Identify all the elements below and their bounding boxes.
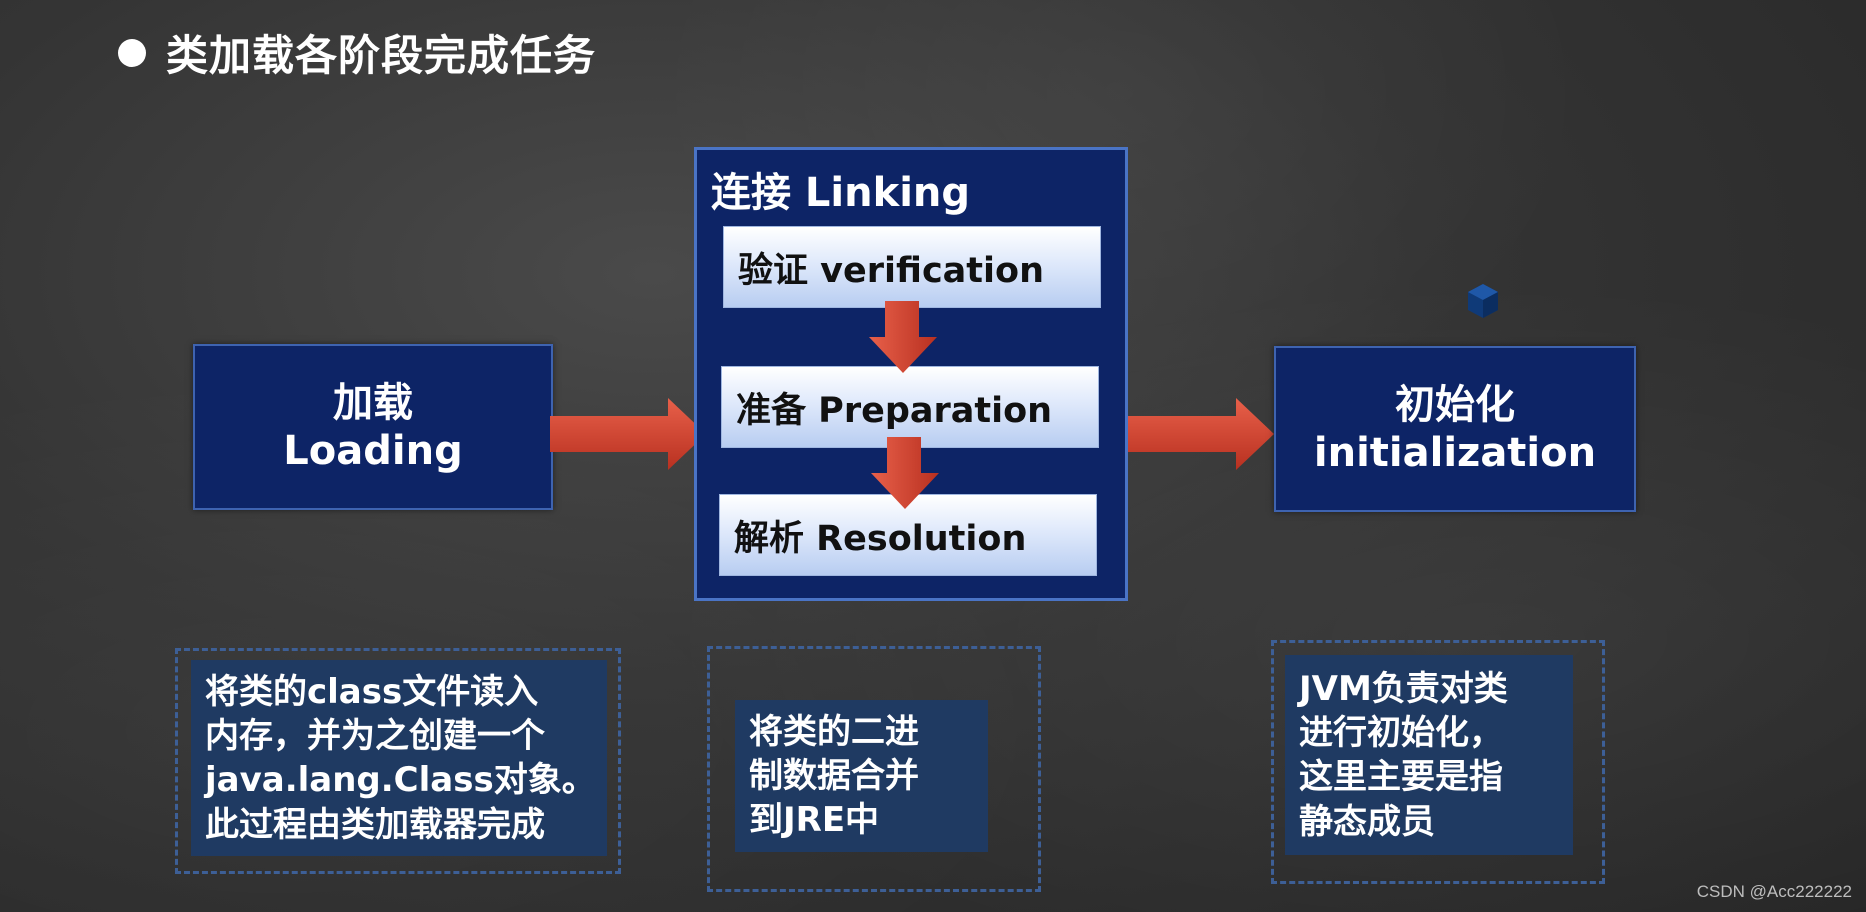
slide-header: 类加载各阶段完成任务 — [118, 22, 596, 83]
loading-label-en: Loading — [283, 428, 463, 474]
linking-note-outline — [707, 646, 1041, 892]
loading-note: 将类的class文件读入 内存，并为之创建一个 java.lang.Class对… — [191, 660, 607, 856]
loading-note-line: 此过程由类加载器完成 — [205, 804, 545, 845]
preparation-step-box: 准备 Preparation — [721, 366, 1099, 448]
slide-title: 类加载各阶段完成任务 — [166, 31, 597, 80]
linking-note-line: 将类的二进 — [749, 712, 919, 752]
initialization-note-line: JVM负责对类 — [1299, 669, 1508, 709]
arrow-linking-to-initialization-icon — [1128, 398, 1274, 470]
cube-icon — [1468, 284, 1498, 318]
arrow-preparation-to-resolution-icon — [871, 437, 939, 509]
loading-stage-box: 加载 Loading — [193, 344, 553, 510]
initialization-note-outline — [1271, 640, 1605, 884]
loading-note-line: 将类的class文件读入 — [205, 672, 539, 712]
arrow-verification-to-preparation-icon — [869, 301, 937, 373]
initialization-label-zh: 初始化 — [1395, 382, 1515, 428]
initialization-note-line: 进行初始化， — [1299, 713, 1503, 754]
verification-step-box: 验证 verification — [723, 226, 1101, 308]
initialization-note: JVM负责对类 进行初始化， 这里主要是指 静态成员 — [1285, 655, 1573, 855]
initialization-stage-box: 初始化 initialization — [1274, 346, 1636, 512]
arrow-loading-to-linking-icon — [550, 398, 706, 470]
resolution-step-box: 解析 Resolution — [719, 494, 1097, 576]
loading-note-outline — [175, 648, 621, 874]
initialization-label-en: initialization — [1313, 430, 1597, 476]
linking-note: 将类的二进 制数据合并 到JRE中 — [735, 700, 988, 852]
loading-label-zh: 加载 — [333, 380, 413, 426]
linking-note-line: 制数据合并 — [749, 756, 919, 797]
linking-note-line: 到JRE中 — [749, 800, 880, 841]
watermark: CSDN @Acc222222 — [1696, 882, 1852, 901]
loading-note-line: java.lang.Class对象。 — [205, 760, 596, 801]
initialization-note-line: 这里主要是指 — [1299, 757, 1503, 798]
linking-title: 连接 Linking — [711, 170, 971, 216]
linking-stage-box: 连接 Linking 验证 verification 准备 Preparatio… — [694, 147, 1128, 601]
loading-note-line: 内存，并为之创建一个 — [205, 716, 545, 757]
bullet-icon — [118, 38, 146, 67]
initialization-note-line: 静态成员 — [1299, 801, 1435, 842]
